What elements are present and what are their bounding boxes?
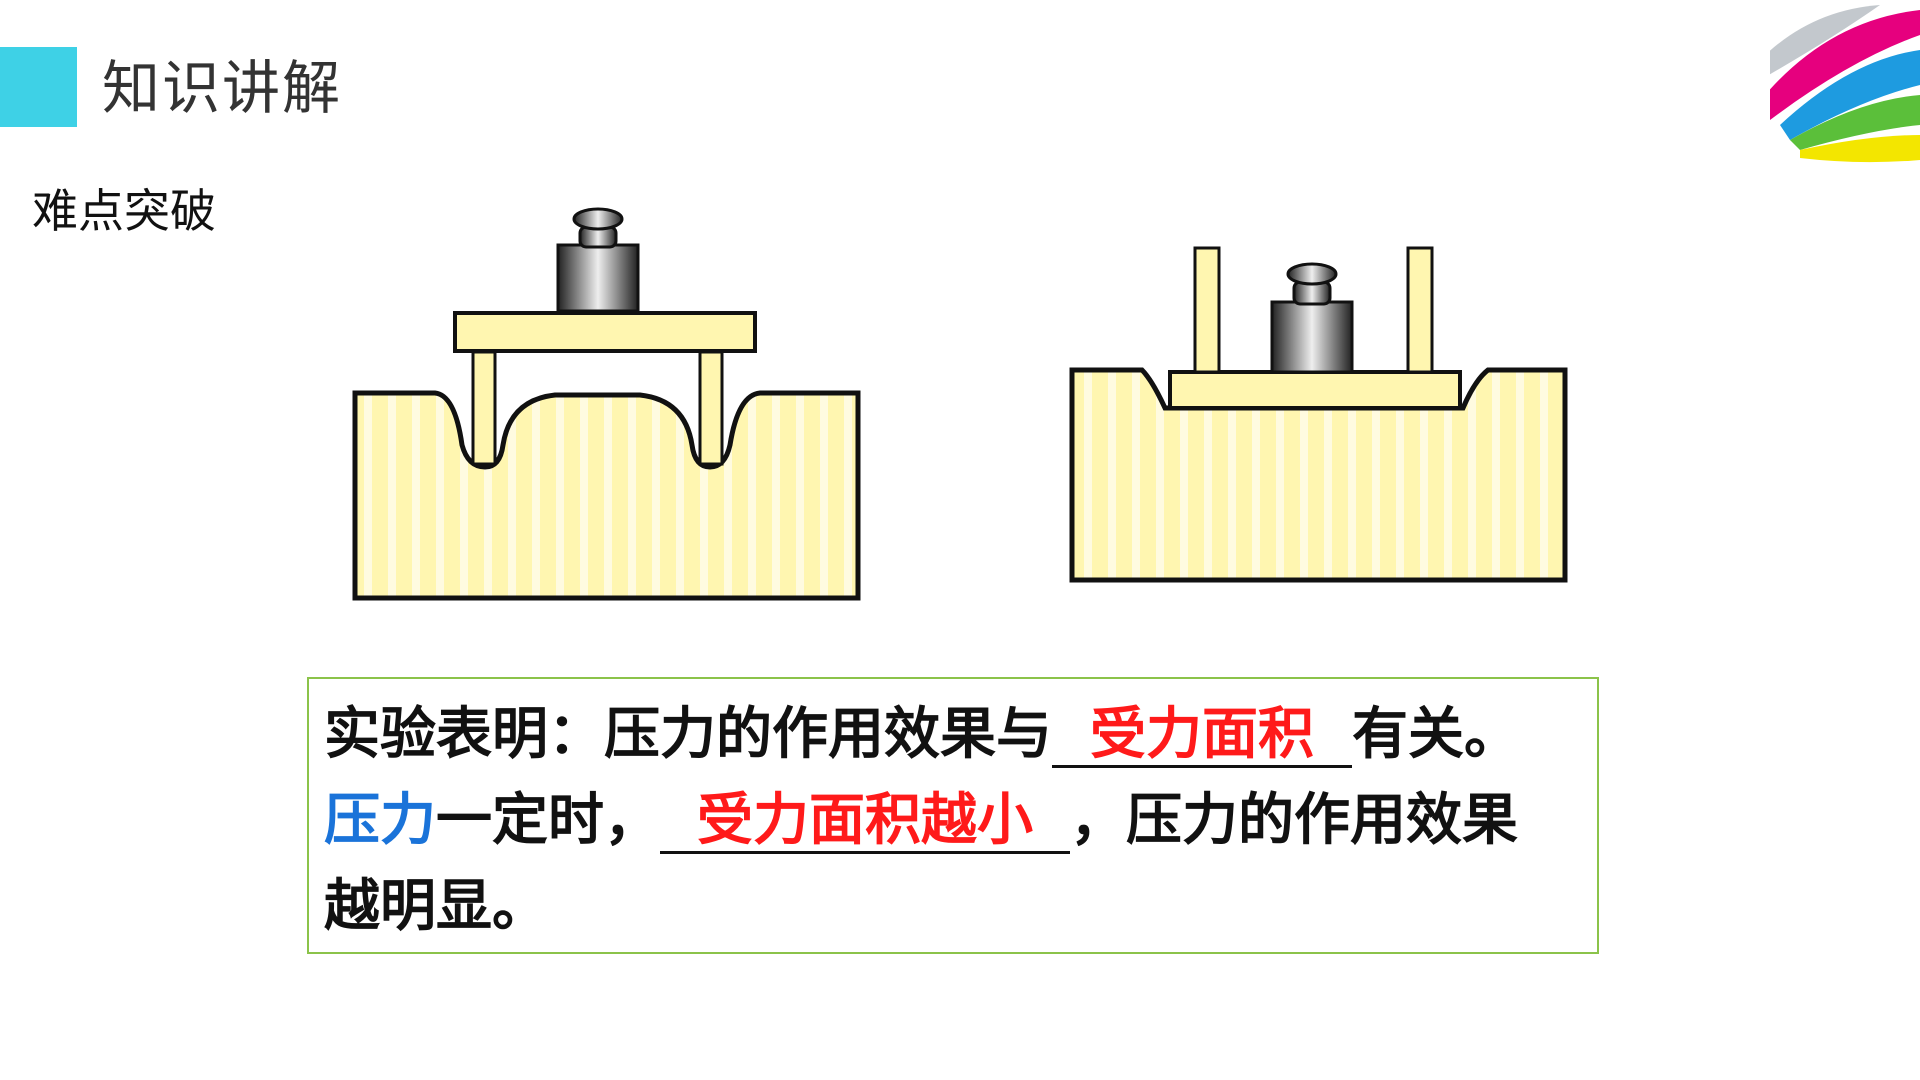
header-title: 知识讲解: [102, 54, 343, 122]
table-legs-on-foam-illustration: [352, 207, 861, 601]
brush-strokes-logo-icon: [1770, 5, 1920, 163]
table-top-on-foam-illustration: [1069, 246, 1568, 583]
line2-highlight: 压力: [324, 788, 436, 853]
answer-1: 受力面积: [1090, 702, 1314, 767]
conclusion-line-3: 越明显。: [324, 874, 548, 939]
line1-suffix: 有关。: [1352, 702, 1520, 767]
line2-prefix: 一定时，: [436, 788, 660, 853]
conclusion-line-2: 压力一定时， 受力面积越小 ，压力的作用效果: [324, 785, 1518, 857]
conclusion-line-1: 实验表明：压力的作用效果与受力面积有关。: [324, 699, 1520, 771]
header-accent-block: [0, 47, 77, 127]
conclusion-box: 实验表明：压力的作用效果与受力面积有关。 压力一定时， 受力面积越小 ，压力的作用效…: [307, 677, 1599, 954]
section-subtitle: 难点突破: [32, 184, 216, 238]
line1-prefix: 实验表明：压力的作用效果与: [324, 702, 1052, 767]
answer-blank-1: 受力面积: [1052, 705, 1352, 768]
answer-2: 受力面积越小: [697, 788, 1033, 853]
answer-blank-2: 受力面积越小: [660, 791, 1070, 854]
line2-suffix: ，压力的作用效果: [1070, 788, 1518, 853]
